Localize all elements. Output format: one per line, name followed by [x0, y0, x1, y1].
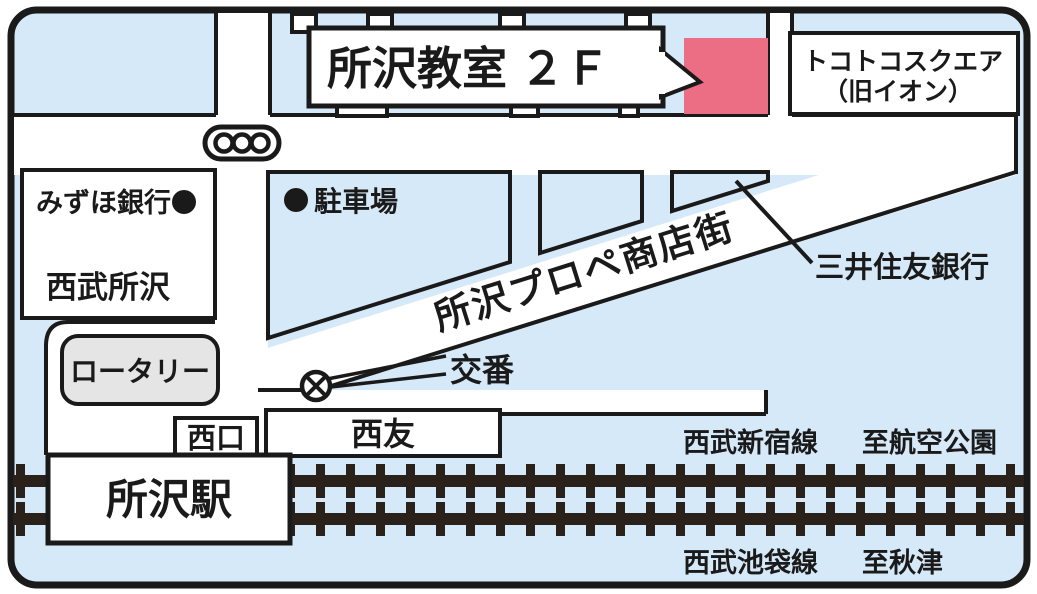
shop-block-2	[670, 170, 770, 214]
railway-labels: 西武新宿線 至航空公園 西武池袋線 至秋津	[683, 427, 997, 578]
title-callout: 所沢教室 ２Ｆ	[306, 25, 704, 109]
seibu-tokorozawa-block: みずほ銀行 西武所沢	[20, 168, 217, 320]
seibu-tokorozawa-label: 西武所沢	[46, 270, 171, 305]
mizuho-bank-label: みずほ銀行	[36, 187, 171, 218]
parking-poi: 駐車場	[284, 186, 398, 217]
parking-poi-dot-icon	[284, 188, 308, 212]
station-front-right-edges	[500, 390, 768, 416]
seiyu-box	[264, 408, 502, 458]
road-top-band	[14, 113, 1016, 175]
koban-pointer-lines	[321, 354, 447, 390]
tokotoko-label-line2: （旧イオン）	[823, 77, 973, 106]
shop-block-1	[538, 170, 644, 256]
mizuho-poi-dot-icon	[172, 190, 196, 214]
road-prope-diagonal	[255, 113, 1016, 392]
title-callout-box	[306, 25, 666, 109]
parking-label: 駐車場	[314, 186, 398, 217]
title-callout-seam	[656, 52, 665, 94]
smbc-pointer-line	[734, 179, 814, 265]
prope-street-lower-edge	[311, 170, 1017, 394]
traffic-light-lamp	[249, 132, 271, 154]
tokotoko-box	[788, 31, 1020, 116]
west-exit-label: 西口	[187, 423, 245, 455]
map-title: 所沢教室 ２Ｆ	[327, 43, 610, 94]
tokotoko-label-line1: トコトコスクエア	[803, 48, 1003, 76]
station-box	[45, 452, 293, 546]
rotary: ロータリー	[60, 334, 220, 406]
seiyu-label: 西友	[351, 416, 415, 452]
classroom-building	[684, 38, 768, 114]
station-area: 西口 西友 所沢駅	[45, 408, 502, 546]
tokotoko-square: トコトコスクエア （旧イオン）	[788, 31, 1020, 116]
parking-block	[266, 170, 512, 341]
traffic-light-lamp	[213, 132, 235, 154]
station-label: 所沢駅	[106, 476, 232, 523]
koban-poi: 交番	[299, 352, 515, 403]
rotary-label: ロータリー	[70, 356, 210, 387]
road-network	[14, 13, 1016, 456]
traffic-light-icon	[202, 124, 282, 162]
rotary-box	[60, 334, 220, 406]
city-blocks	[266, 170, 770, 341]
road-vertical-left-edges	[214, 13, 272, 115]
plaza-outline	[44, 320, 215, 455]
koban-label: 交番	[450, 352, 515, 388]
road-vertical-left	[216, 13, 270, 117]
top-line-name-label: 西武新宿線	[683, 427, 818, 458]
koban-x-mark	[305, 375, 327, 397]
bottom-line-direction-label: 至秋津	[862, 548, 943, 578]
smbc-poi: 三井住友銀行	[734, 179, 989, 284]
smbc-bank-label: 三井住友銀行	[815, 251, 989, 284]
traffic-light-lamp	[231, 132, 253, 154]
bottom-line-name-label: 西武池袋線	[683, 547, 818, 578]
top-line-direction-label: 至航空公園	[862, 427, 997, 458]
